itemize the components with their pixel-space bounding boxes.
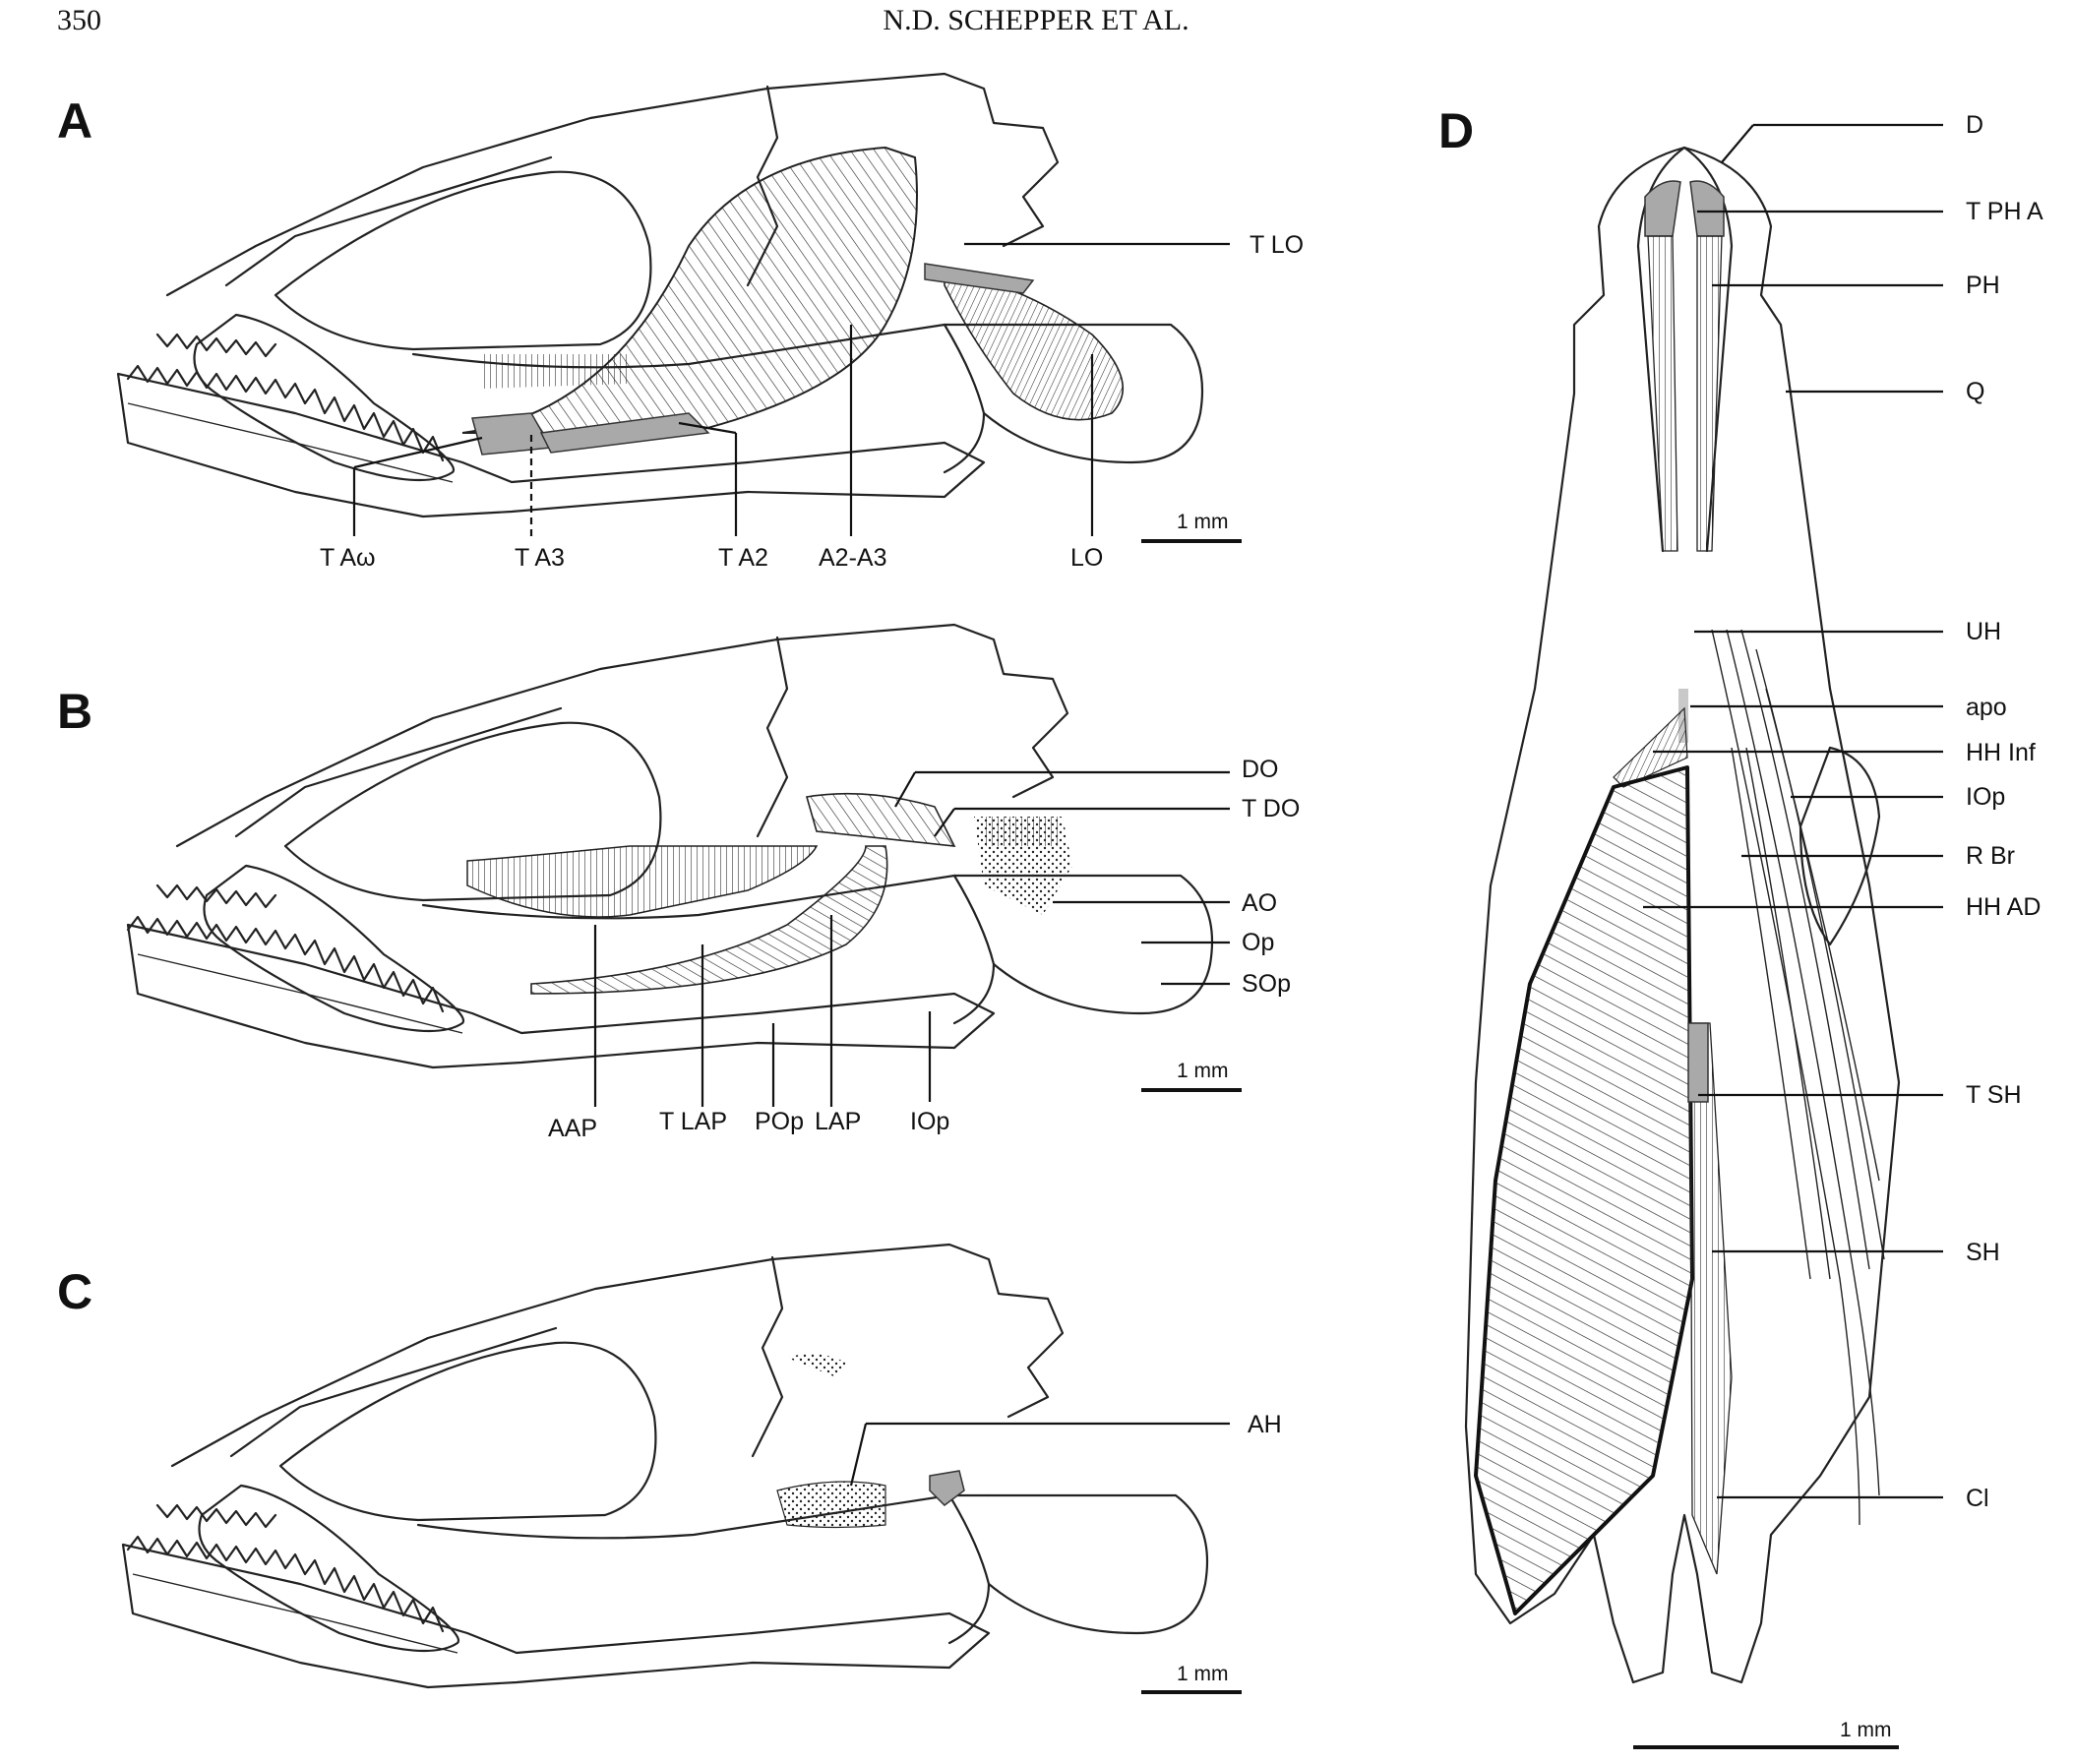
panel-d-letter: D xyxy=(1438,103,1474,158)
branchiostegal-rays xyxy=(1711,629,1885,1526)
label-sh: SH xyxy=(1966,1239,2000,1266)
label-q: Q xyxy=(1966,378,1984,405)
label-lo: LO xyxy=(1070,544,1103,572)
scale-bar-b-text: 1 mm xyxy=(1177,1060,1229,1082)
gray-tendon-c xyxy=(929,1470,965,1506)
adductor-a2-a3-fibers xyxy=(461,146,918,434)
tendon-t-sh xyxy=(1687,1022,1709,1103)
levator-operculi-fan xyxy=(924,263,1125,421)
label-t-do: T DO xyxy=(1242,795,1300,822)
scale-bar-c-text: 1 mm xyxy=(1177,1663,1229,1685)
label-r-br: R Br xyxy=(1966,842,2015,870)
ah-muscle xyxy=(776,1481,886,1529)
panel-a: A T LO T Aω T A3 T A2 A2-A3 LO 1 mm xyxy=(57,72,1304,572)
hh-ad-muscle xyxy=(1476,767,1692,1613)
ph-muscle-right xyxy=(1696,235,1723,552)
panel-a-letter: A xyxy=(57,93,92,149)
running-head: N.D. SCHEPPER ET AL. xyxy=(883,4,1189,36)
page-number: 350 xyxy=(57,4,101,36)
panel-d: D D xyxy=(1438,103,2043,1749)
label-t-ph-a: T PH A xyxy=(1966,198,2043,225)
panel-b: B DO T DO AO Op SOp AAP T LAP POp LAP IO… xyxy=(57,623,1300,1142)
label-apo: apo xyxy=(1966,694,2007,721)
panel-b-letter: B xyxy=(57,684,92,739)
label-hh-inf: HH Inf xyxy=(1966,739,2036,766)
label-ah: AH xyxy=(1248,1411,1282,1438)
label-t-a3: T A3 xyxy=(515,544,565,572)
label-lap: LAP xyxy=(815,1108,861,1135)
sh-muscle xyxy=(1689,1022,1733,1575)
label-d: D xyxy=(1966,111,1983,139)
label-t-lap: T LAP xyxy=(659,1108,727,1135)
label-ph: PH xyxy=(1966,272,2000,299)
label-do: DO xyxy=(1242,756,1279,783)
label-cl: Cl xyxy=(1966,1485,1989,1512)
label-t-aw: T Aω xyxy=(320,544,376,572)
tendon-t-a2 xyxy=(539,412,710,454)
label-aap: AAP xyxy=(548,1115,597,1142)
label-hh-ad: HH AD xyxy=(1966,893,2041,921)
lap-muscle xyxy=(530,845,888,995)
do-muscle xyxy=(805,792,956,847)
label-uh: UH xyxy=(1966,618,2001,645)
scale-bar-d-text: 1 mm xyxy=(1840,1719,1892,1741)
label-ao: AO xyxy=(1242,889,1277,917)
label-pop: POp xyxy=(755,1108,804,1135)
label-t-lo: T LO xyxy=(1250,231,1304,259)
panel-c: C AH 1 mm xyxy=(57,1243,1282,1694)
label-t-a2: T A2 xyxy=(718,544,768,572)
label-sop: SOp xyxy=(1242,970,1291,998)
tendon-t-ph-a-left xyxy=(1644,180,1681,237)
label-t-sh: T SH xyxy=(1966,1081,2022,1109)
label-op: Op xyxy=(1242,929,1274,956)
label-iop-b: IOp xyxy=(910,1108,949,1135)
iop-bone xyxy=(1799,746,1881,946)
label-iop-d: IOp xyxy=(1966,783,2005,811)
label-a2-a3: A2-A3 xyxy=(819,544,886,572)
aap-muscle xyxy=(466,845,819,918)
tendon-t-ph-a-right xyxy=(1689,180,1725,237)
ph-muscle-left xyxy=(1647,235,1678,552)
panel-c-letter: C xyxy=(57,1264,92,1319)
tendon-t-lo xyxy=(924,263,1035,294)
scale-bar-a-text: 1 mm xyxy=(1177,511,1229,533)
